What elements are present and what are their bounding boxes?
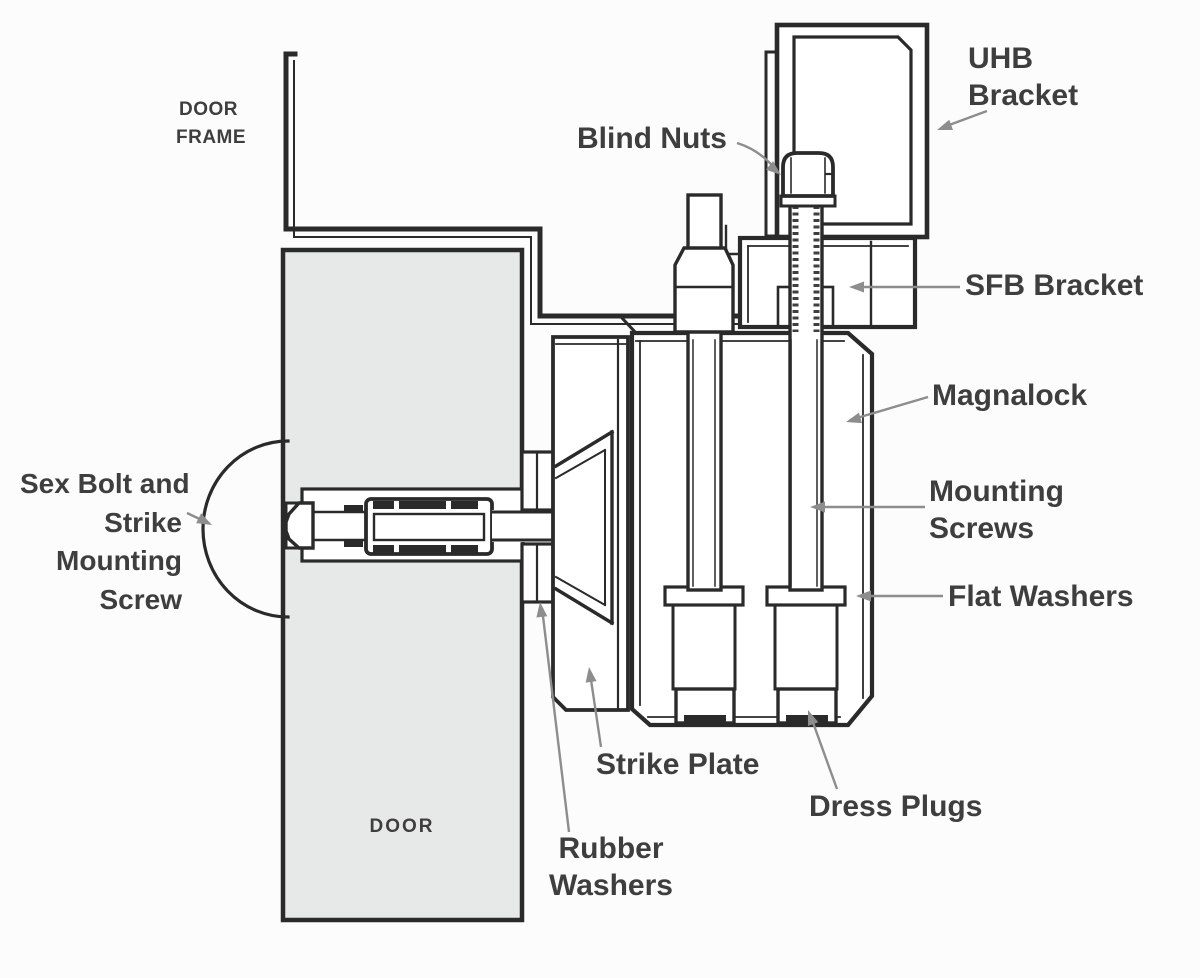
label-sfb-bracket: SFB Bracket: [965, 269, 1144, 302]
label-mounting-line1: Mounting: [929, 475, 1064, 508]
label-door-frame: DOOR FRAME: [176, 96, 247, 151]
leader-magnalock: [849, 395, 929, 422]
sfb-bracket-part: [724, 224, 918, 330]
label-uhb-bracket: UHB Bracket: [968, 40, 1078, 114]
label-blind-nuts: Blind Nuts: [577, 122, 727, 155]
label-strike-plate: Strike Plate: [596, 748, 760, 781]
label-rubber-line2: Washers: [549, 869, 673, 903]
arrowhead-magnalock: [846, 412, 862, 424]
label-rubber-line1: Rubber: [558, 832, 664, 865]
label-sex-bolt-line1: Sex Bolt and: [20, 468, 190, 499]
label-uhb-line2: Bracket: [968, 79, 1079, 113]
label-door-frame-line1: DOOR: [179, 99, 238, 120]
mounting-screw-right: [779, 151, 837, 592]
leader-strike-plate: [588, 672, 603, 748]
label-rubber-washers: Rubber Washers: [545, 830, 677, 904]
arrowhead-dress-plugs: [807, 710, 819, 726]
arrowhead-blind-nuts: [765, 161, 781, 175]
label-dress-plugs: Dress Plugs: [809, 790, 983, 823]
arrowhead-sex-bolt: [196, 513, 212, 525]
arrowhead-mounting: [810, 501, 825, 513]
arrowhead-flat-washers: [856, 590, 871, 602]
label-sex-bolt: Sex Bolt and Strike Mounting Screw: [20, 465, 190, 620]
label-flat-washers: Flat Washers: [948, 580, 1134, 613]
blind-nut: [781, 151, 835, 198]
label-uhb-line1: UHB: [968, 42, 1033, 75]
arrowhead-sfb: [849, 281, 864, 293]
label-sex-bolt-line3: Mounting: [56, 545, 182, 577]
magnalock-body: [629, 330, 875, 728]
mounting-screw-left: [673, 193, 735, 592]
arrowhead-strike-plate: [585, 667, 597, 683]
label-sex-bolt-line4: Screw: [99, 583, 183, 615]
door: [280, 247, 525, 923]
label-door: DOOR: [369, 816, 435, 837]
label-door-frame-line2: FRAME: [176, 126, 247, 148]
leader-dress-plugs: [809, 716, 839, 790]
label-mounting-line2: Screws: [929, 512, 1035, 546]
leader-rubber-washers: [540, 607, 571, 833]
label-magnalock: Magnalock: [932, 379, 1088, 412]
label-sex-bolt-line2: Strike: [104, 506, 182, 538]
strike-plate-part: [551, 335, 630, 712]
sex-bolt-arc: [201, 439, 290, 619]
leader-lines: [186, 109, 988, 833]
arrowhead-uhb: [937, 119, 953, 131]
sex-bolt-assembly: [284, 487, 594, 563]
arrowhead-rubber-washers: [536, 602, 548, 618]
label-mounting-screws: Mounting Screws: [929, 473, 1064, 547]
door-frame-lines: [283, 51, 744, 336]
